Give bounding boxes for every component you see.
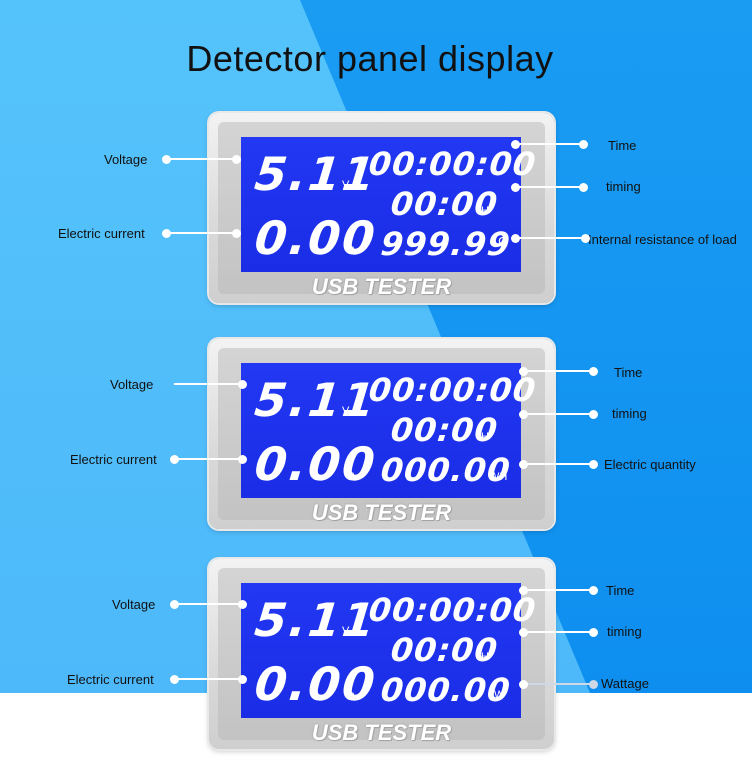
- voltage-readout: 5.11: [252, 593, 380, 647]
- dot: [519, 367, 528, 376]
- voltage-leader: [174, 603, 242, 605]
- resistance-unit: Ω: [498, 234, 508, 249]
- dot: [589, 460, 598, 469]
- timing-leader: [523, 413, 593, 415]
- time-readout: 00:00:00: [367, 145, 539, 183]
- dot: [511, 183, 520, 192]
- voltage-label: Voltage: [112, 597, 156, 612]
- timing-label: timing: [607, 624, 642, 639]
- dot: [238, 455, 247, 464]
- current-unit: A: [349, 691, 357, 703]
- voltage-label: Voltage: [110, 377, 154, 392]
- current-readout: 0.00: [252, 437, 380, 491]
- current-unit: A: [349, 471, 357, 483]
- energy-label: Electric quantity: [604, 457, 696, 472]
- time-label: Time: [608, 138, 637, 153]
- dot: [589, 586, 598, 595]
- page-title: Detector panel display: [186, 38, 554, 79]
- power-leader: [523, 683, 593, 685]
- time-readout: 00:00:00: [367, 591, 539, 629]
- current-leader: [174, 458, 242, 460]
- timing-label: timing: [606, 179, 641, 194]
- time-label: Time: [614, 365, 643, 380]
- dot: [238, 380, 247, 389]
- brand-label: USB TESTER: [311, 274, 452, 299]
- dot: [232, 229, 241, 238]
- timing-readout: 00:00: [389, 411, 500, 449]
- brand-label: USB TESTER: [311, 720, 452, 745]
- lcd-screen: 5.11 V 0.00 A 00:00:00 00:00 H 999.99 Ω: [241, 137, 538, 272]
- lcd-screen: 5.11 V 0.00 A 00:00:00 00:00 H 000.00 WH: [241, 363, 538, 498]
- dot: [232, 155, 241, 164]
- lcd-screen: 5.11 V 0.00 A 00:00:00 00:00 H 000.00 W: [241, 583, 538, 718]
- time-readout: 00:00:00: [367, 371, 539, 409]
- tester-panel-3: 5.11 V 0.00 A 00:00:00 00:00 H 000.00 W …: [209, 559, 554, 749]
- current-unit: A: [349, 245, 357, 257]
- dot: [589, 680, 598, 689]
- dot: [581, 234, 590, 243]
- time-leader: [515, 143, 583, 145]
- dot: [519, 586, 528, 595]
- dot: [162, 229, 171, 238]
- dot: [170, 675, 179, 684]
- dot: [519, 410, 528, 419]
- timing-label: timing: [612, 406, 647, 421]
- energy-readout: 000.00: [379, 451, 513, 489]
- resistance-label: Internal resistance of load: [588, 232, 737, 247]
- dot: [519, 628, 528, 637]
- current-label: Electric current: [67, 672, 154, 687]
- dot: [238, 600, 247, 609]
- power-label: Wattage: [601, 676, 649, 691]
- voltage-label: Voltage: [104, 152, 148, 167]
- dot: [511, 140, 520, 149]
- timing-leader: [515, 186, 583, 188]
- current-leader: [174, 678, 242, 680]
- current-readout: 0.00: [252, 657, 380, 711]
- timing-unit: H: [481, 651, 489, 663]
- power-unit: W: [494, 689, 505, 701]
- energy-unit: WH: [489, 471, 508, 483]
- dot: [170, 600, 179, 609]
- current-leader: [166, 232, 236, 234]
- resistance-leader: [515, 237, 585, 239]
- time-leader: [523, 370, 593, 372]
- energy-leader: [523, 463, 593, 465]
- timing-readout: 00:00: [389, 185, 500, 223]
- time-label: Time: [606, 583, 635, 598]
- dot: [579, 183, 588, 192]
- dot: [589, 367, 598, 376]
- current-label: Electric current: [70, 452, 157, 467]
- dot: [589, 628, 598, 637]
- dot: [511, 234, 520, 243]
- power-readout: 000.00: [379, 671, 513, 709]
- dot: [162, 155, 171, 164]
- voltage-readout: 5.11: [252, 147, 380, 201]
- timing-readout: 00:00: [389, 631, 500, 669]
- timing-unit: H: [481, 431, 489, 443]
- dot: [589, 410, 598, 419]
- voltage-unit: V: [342, 405, 350, 417]
- timing-unit: H: [481, 205, 489, 217]
- timing-leader: [523, 631, 593, 633]
- time-leader: [523, 589, 593, 591]
- dot: [170, 455, 179, 464]
- current-label: Electric current: [58, 226, 145, 241]
- dot: [238, 675, 247, 684]
- dot: [519, 680, 528, 689]
- dot: [519, 460, 528, 469]
- tester-panel-1: 5.11 V 0.00 A 00:00:00 00:00 H 999.99 Ω …: [209, 113, 554, 303]
- voltage-unit: V: [342, 625, 350, 637]
- current-readout: 0.00: [252, 211, 380, 265]
- resistance-readout: 999.99: [379, 225, 513, 263]
- dot: [579, 140, 588, 149]
- voltage-readout: 5.11: [252, 373, 380, 427]
- voltage-unit: V: [342, 179, 350, 191]
- brand-label: USB TESTER: [311, 500, 452, 525]
- voltage-leader: [174, 383, 242, 385]
- tester-panel-2: 5.11 V 0.00 A 00:00:00 00:00 H 000.00 WH…: [209, 339, 554, 529]
- voltage-leader: [166, 158, 236, 160]
